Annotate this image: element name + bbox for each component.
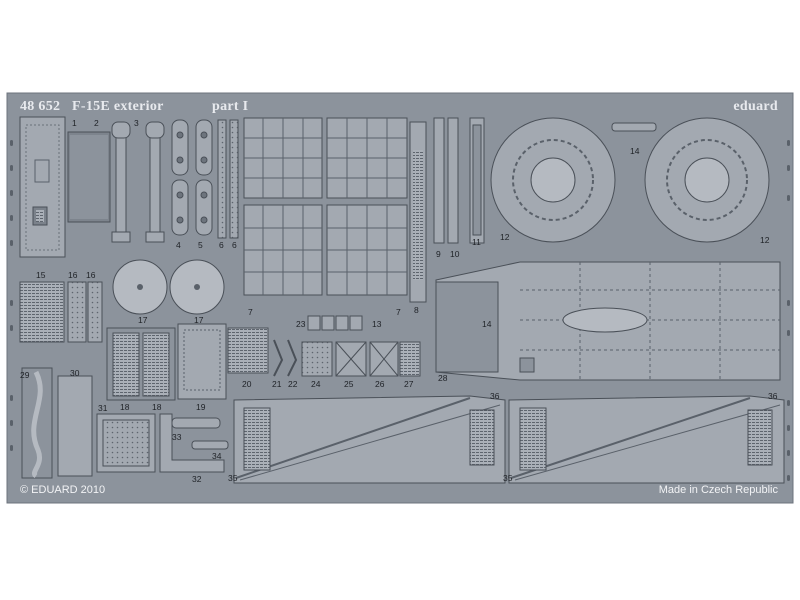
part-number: 28 <box>438 373 448 383</box>
part-18 <box>106 327 176 401</box>
part-number: 35 <box>503 473 513 483</box>
part-number: 9 <box>436 249 441 259</box>
part-2 <box>67 131 111 223</box>
part-number: 1 <box>72 118 77 128</box>
part-number: 2 <box>94 118 99 128</box>
part-17-discs <box>112 259 225 315</box>
part-12-discs <box>490 117 770 243</box>
part-6 <box>217 119 239 239</box>
brand-logo: eduard <box>733 99 778 114</box>
part-number: 13 <box>372 319 382 329</box>
part-30 <box>57 375 93 477</box>
part-number: 15 <box>36 270 46 280</box>
part-number: 14 <box>482 319 492 329</box>
part-number: 26 <box>375 379 385 389</box>
part-number: 36 <box>768 391 778 401</box>
part-number: 25 <box>344 379 354 389</box>
part-31 <box>96 413 156 473</box>
part-32 <box>159 413 225 473</box>
part-number: 22 <box>288 379 298 389</box>
copyright-text: © EDUARD 2010 <box>20 484 106 496</box>
part-9-10-11 <box>433 117 485 244</box>
part-number: 12 <box>760 235 770 245</box>
part-number: 3 <box>134 118 139 128</box>
part-number: 16 <box>86 270 96 280</box>
part-number: 6 <box>232 240 237 250</box>
part-27 <box>399 341 421 377</box>
part-number: 21 <box>272 379 282 389</box>
part-number: 4 <box>176 240 181 250</box>
sheet-title: F-15E exterior <box>72 99 164 114</box>
sheet-part: part I <box>212 99 249 114</box>
part-19 <box>177 323 227 400</box>
part-29 <box>21 367 53 479</box>
part-number: 14 <box>630 146 640 156</box>
origin-text: Made in Czech Republic <box>658 484 778 496</box>
part-15-16 <box>19 281 103 343</box>
part-number: 23 <box>296 319 306 329</box>
part-number: 5 <box>198 240 203 250</box>
part-1 <box>19 116 66 258</box>
part-number: 27 <box>404 379 414 389</box>
part-35-36-panels <box>233 395 785 484</box>
part-number: 7 <box>396 307 401 317</box>
part-number: 16 <box>68 270 78 280</box>
part-number: 8 <box>414 305 419 315</box>
part-number: 10 <box>450 249 460 259</box>
part-number: 19 <box>196 402 206 412</box>
part-28-panel <box>435 261 781 381</box>
part-8 <box>409 121 427 303</box>
part-number: 17 <box>194 315 204 325</box>
part-23 <box>307 315 363 331</box>
part-24-25-26 <box>301 341 399 377</box>
part-7-grid <box>243 117 408 296</box>
part-20 <box>227 327 269 374</box>
part-4-5 <box>171 119 213 236</box>
part-number: 24 <box>311 379 321 389</box>
part-33-34 <box>171 417 229 450</box>
part-number: 18 <box>120 402 130 412</box>
part-number: 30 <box>70 368 80 378</box>
edge-holes <box>10 140 790 481</box>
part-number: 12 <box>500 232 510 242</box>
part-number: 36 <box>490 391 500 401</box>
part-number: 31 <box>98 403 108 413</box>
part-number: 34 <box>212 451 222 461</box>
part-number: 6 <box>219 240 224 250</box>
part-number: 17 <box>138 315 148 325</box>
part-21-22 <box>273 339 298 377</box>
part-number: 29 <box>20 370 30 380</box>
sheet-number: 48 652 <box>20 99 61 114</box>
part-number: 18 <box>152 402 162 412</box>
part-number: 33 <box>172 432 182 442</box>
part-number: 20 <box>242 379 252 389</box>
part-3 <box>111 121 165 243</box>
part-number: 11 <box>472 237 481 247</box>
part-number: 7 <box>248 307 253 317</box>
part-number: 35 <box>228 473 238 483</box>
part-number: 32 <box>192 474 202 484</box>
